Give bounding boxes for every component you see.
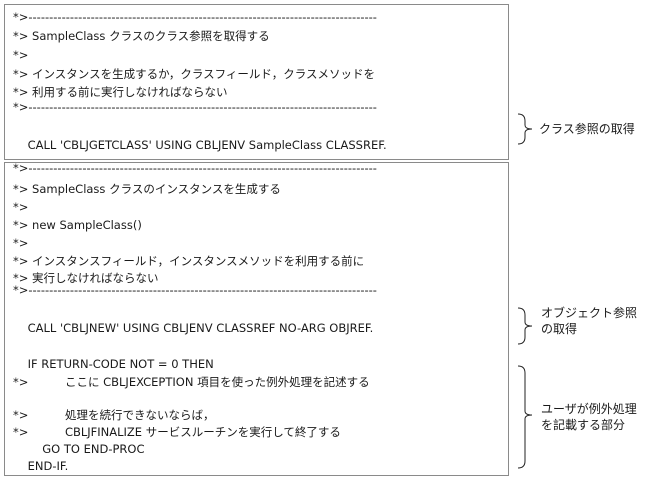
comment-line: *> CBLJFINALIZE サービスルーチンを実行して終了する <box>13 425 341 439</box>
code-line-call-getclass: CALL 'CBLJGETCLASS' USING CBLJENV Sample… <box>13 138 387 152</box>
comment-separator: *>--------------------------------------… <box>13 161 377 175</box>
brace-class-reference <box>517 113 533 145</box>
comment-line: *> インスタンスを生成するか，クラスフィールド，クラスメソッドを <box>13 67 375 81</box>
code-box-class-reference: *>--------------------------------------… <box>4 4 509 160</box>
code-box-object-reference: *>--------------------------------------… <box>4 161 509 476</box>
comment-line: *> 処理を続行できないならば， <box>13 408 215 422</box>
comment-line: *> 実行しなければならない <box>13 271 159 285</box>
brace-error-handling <box>517 365 533 469</box>
comment-separator: *>--------------------------------------… <box>13 100 377 114</box>
code-line-goto: GO TO END-PROC <box>13 442 145 456</box>
comment-line: *> <box>13 48 29 62</box>
comment-line: *> ここに CBLJEXCEPTION 項目を使った例外処理を記述する <box>13 375 370 389</box>
comment-line: *> <box>13 236 29 250</box>
comment-line: *> SampleClass クラスのインスタンスを生成する <box>13 182 281 196</box>
comment-line: *> 利用する前に実行しなければならない <box>13 85 228 99</box>
annotation-class-reference: クラス参照の取得 <box>539 122 635 136</box>
comment-line: *> <box>13 200 29 214</box>
code-line-if: IF RETURN-CODE NOT = 0 THEN <box>13 357 214 371</box>
annotation-error-handling-line1: ユーザが例外処理 <box>541 402 637 416</box>
annotation-error-handling-line2: を記載する部分 <box>541 418 626 432</box>
comment-separator: *>--------------------------------------… <box>13 10 377 24</box>
comment-line: *> インスタンスフィールド，インスタンスメソッドを利用する前に <box>13 254 365 268</box>
code-line-call-new: CALL 'CBLJNEW' USING CBLJENV CLASSREF NO… <box>13 321 374 335</box>
comment-separator: *>--------------------------------------… <box>13 283 377 297</box>
brace-object-reference <box>517 307 533 345</box>
code-line-end-if: END-IF. <box>13 459 69 473</box>
comment-line: *> new SampleClass() <box>13 218 142 232</box>
annotation-object-reference-line1: オブジェクト参照 <box>541 306 638 320</box>
annotation-object-reference-line2: の取得 <box>541 322 578 336</box>
comment-line: *> SampleClass クラスのクラス参照を取得する <box>13 29 270 43</box>
